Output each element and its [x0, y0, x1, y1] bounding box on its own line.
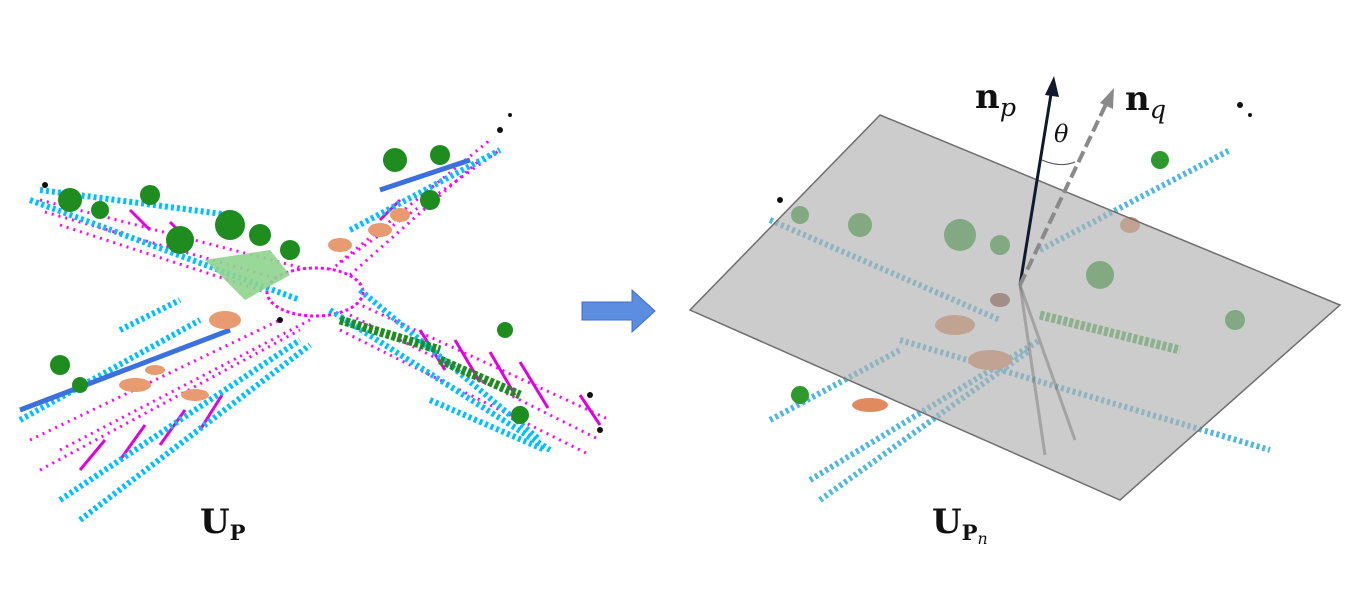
normal-q-main: n — [1125, 79, 1150, 119]
left-label-main: U — [200, 502, 230, 542]
normal-p-label: np — [975, 77, 1016, 120]
right-label-sub: P — [961, 519, 978, 545]
building-points — [19, 157, 471, 413]
normal-q-arrowhead — [1100, 88, 1114, 109]
right-label-main: U — [932, 502, 962, 542]
vegetation-band — [338, 315, 522, 400]
normal-p-arrow — [1018, 87, 1054, 286]
right-label-subsub: n — [977, 529, 988, 549]
angle-arc — [1041, 159, 1076, 166]
left-label-sub: P — [229, 519, 246, 545]
normal-p-sub: p — [999, 92, 1017, 123]
left-point-cloud — [18, 113, 611, 523]
angle-theta-label: θ — [1054, 120, 1069, 148]
sensor-void — [265, 266, 365, 318]
normal-shadow — [1018, 284, 1077, 456]
right-label-sub-wrap: Pn — [961, 519, 988, 549]
normal-p-arrowhead — [1045, 76, 1059, 97]
tangent-plane — [688, 114, 1342, 501]
pole-points — [42, 113, 603, 433]
sidewalk-points — [18, 147, 552, 523]
right-cloud-label: UPn — [932, 502, 988, 547]
normal-q-arrow — [1018, 99, 1110, 286]
normal-p-main: n — [975, 77, 1000, 117]
right-pole-points — [777, 102, 1252, 203]
vegetation-points — [50, 145, 529, 424]
transform-arrow — [581, 288, 656, 334]
normal-q-sub: q — [1149, 94, 1167, 125]
normal-q-label: nq — [1125, 79, 1166, 122]
terrain-points — [205, 250, 290, 300]
left-cloud-label: UP — [200, 502, 246, 543]
vehicle-points — [119, 208, 410, 401]
